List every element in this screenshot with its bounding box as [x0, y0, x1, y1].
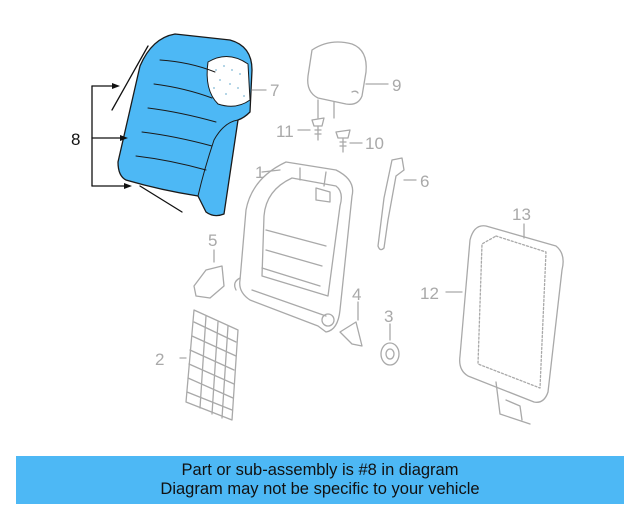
callout-8: 8: [71, 130, 80, 149]
callout-12: 12: [420, 284, 439, 303]
callout-2: 2: [155, 350, 164, 369]
part-info-banner: Part or sub-assembly is #8 in diagram Di…: [16, 456, 624, 504]
callout-3: 3: [384, 307, 393, 326]
part-5-bracket[interactable]: [193, 249, 225, 299]
callout-8-bracket: [91, 45, 183, 213]
callout-13: 13: [512, 205, 531, 224]
callout-4: 4: [352, 285, 361, 304]
callout-5: 5: [208, 231, 217, 250]
callout-9: 9: [392, 76, 401, 95]
part-4-clip[interactable]: [339, 301, 363, 347]
part-8-seatback-cover[interactable]: [117, 33, 253, 217]
callout-6: 6: [420, 172, 429, 191]
part-3-nut[interactable]: [380, 323, 400, 366]
part-9-headrest[interactable]: [307, 41, 389, 119]
part-11-guide[interactable]: [297, 117, 325, 141]
part-2-spring-grid[interactable]: [179, 309, 239, 421]
part-6-trim[interactable]: [377, 157, 417, 251]
banner-line-disclaimer: Diagram may not be specific to your vehi…: [160, 480, 480, 498]
callout-11: 11: [276, 122, 294, 141]
callout-7: 7: [270, 81, 279, 100]
callout-10: 10: [365, 134, 384, 153]
part-1-seatback-frame[interactable]: [234, 161, 354, 333]
part-10-guide[interactable]: [335, 129, 363, 153]
part-12-back-panel[interactable]: [445, 223, 564, 425]
parts-diagram: 8 7 9 11 10 1 6 5 4 3 2 12 13: [71, 33, 564, 425]
banner-line-part: Part or sub-assembly is #8 in diagram: [181, 461, 459, 479]
callout-1: 1: [255, 163, 264, 182]
